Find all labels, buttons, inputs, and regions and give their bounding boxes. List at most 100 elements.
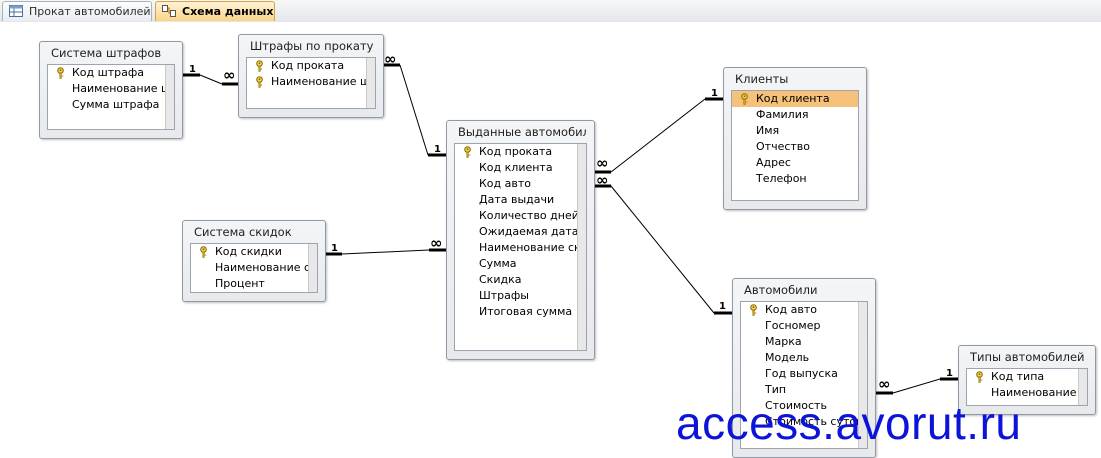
field-row[interactable]: Наименование скидки [191,260,317,276]
field-row[interactable]: Госномер [741,318,867,334]
relation-one-label: 1 [434,144,441,155]
field-name: Дата выдачи [479,193,555,206]
field-row[interactable]: Сумма штрафа [48,97,174,113]
field-row[interactable]: Код клиента [455,160,586,176]
field-list-scrollbar[interactable] [1078,369,1087,405]
primary-key-icon [256,60,263,72]
primary-key-icon [57,67,64,79]
field-name: Имя [756,124,780,137]
field-row[interactable]: Код проката [247,58,375,74]
tab-data-schema[interactable]: Схема данных [155,1,275,21]
table-title[interactable]: Клиенты [735,72,789,86]
field-row[interactable]: Наименование типа [967,385,1087,401]
field-row[interactable]: Марка [741,334,867,350]
field-row[interactable]: Отчество [732,139,858,155]
field-name: Отчество [756,140,811,153]
table-title[interactable]: Типы автомобилей [970,350,1085,364]
field-name: Код проката [271,59,345,72]
tab-car-rental-table[interactable]: Прокат автомобилей [2,1,152,21]
relation-one-label: 1 [189,64,196,75]
table-title[interactable]: Штрафы по прокату [250,39,374,53]
field-row[interactable]: Наименование штрафа [247,74,375,90]
field-row[interactable]: Итоговая сумма [455,304,586,320]
relationships-icon [162,5,176,17]
field-row[interactable]: Количество дней [455,208,586,224]
field-name: Код типа [991,370,1045,383]
relation-many-label: ∞ [596,171,608,189]
field-row[interactable]: Стоимость суток [741,414,867,430]
field-list-scrollbar[interactable] [308,244,317,292]
field-name: Итоговая сумма [479,305,573,318]
primary-key-icon [741,93,748,105]
document-tab-bar: Прокат автомобилей Схема данных [0,0,1101,23]
relation-many-label: ∞ [596,154,608,172]
field-list-scrollbar[interactable] [165,65,174,129]
field-name: Наименование скидки [479,241,586,254]
field-row[interactable]: Код скидки [191,244,317,260]
relation-many-label: ∞ [223,66,235,84]
field-row[interactable]: Код авто [455,176,586,192]
field-row[interactable]: Код авто [741,302,867,318]
field-row[interactable]: Модель [741,350,867,366]
field-row[interactable]: Стоимость [741,398,867,414]
field-name: Код клиента [479,161,553,174]
watermark-text: access.avorut.ru [676,397,1022,449]
field-row[interactable]: Дата выдачи [455,192,586,208]
field-row[interactable]: Наименование штрафа [48,81,174,97]
field-name: Госномер [765,319,821,332]
primary-key-icon [976,371,983,383]
field-row[interactable]: Скидка [455,272,586,288]
field-row[interactable]: Процент [191,276,317,292]
primary-key-icon [750,304,757,316]
relation-many-label: ∞ [878,375,890,393]
field-name: Марка [765,335,802,348]
field-name: Тип [765,383,787,396]
field-row[interactable]: Наименование скидки [455,240,586,256]
field-name: Код штрафа [72,66,144,79]
field-list-scrollbar[interactable] [577,144,586,350]
field-name: Штрафы [479,289,529,302]
field-row[interactable]: Код штрафа [48,65,174,81]
field-row[interactable]: Сумма [455,256,586,272]
field-name: Сумма [479,257,517,270]
relation-one-label: 1 [946,368,953,379]
field-row[interactable]: Год выпуска [741,366,867,382]
field-row[interactable]: Код клиента [732,91,858,107]
field-list-scrollbar[interactable] [858,302,867,448]
primary-key-icon [464,146,471,158]
field-list-scrollbar[interactable] [366,58,375,108]
field-row[interactable]: Код проката [455,144,586,160]
field-name: Процент [215,277,265,290]
table-title[interactable]: Система штрафов [51,46,162,60]
field-row[interactable]: Имя [732,123,858,139]
table-title[interactable]: Система скидок [194,225,292,239]
field-name: Скидка [479,273,522,286]
field-row[interactable]: Штрафы [455,288,586,304]
field-row[interactable]: Код типа [967,369,1087,385]
relation-one-label: 1 [711,88,718,99]
field-row[interactable]: Ожидаемая дата возврата [455,224,586,240]
tab-label: Прокат автомобилей [29,5,151,18]
table-title[interactable]: Выданные автомобили [458,125,586,139]
field-row[interactable]: Адрес [732,155,858,171]
table-title[interactable]: Автомобили [744,283,818,297]
field-row[interactable]: Телефон [732,171,858,187]
field-name: Код скидки [215,245,282,258]
field-row[interactable]: Фамилия [732,107,858,123]
field-row[interactable]: Тип [741,382,867,398]
